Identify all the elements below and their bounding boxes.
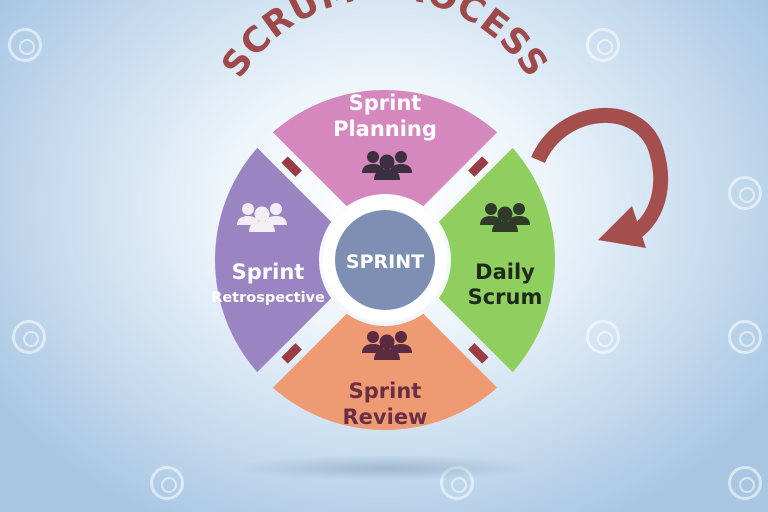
watermark-icon [728, 320, 762, 354]
watermark-icon [728, 466, 762, 500]
curved-arrow-icon [531, 108, 669, 244]
center-circle [335, 210, 435, 310]
curved-arrow-head-icon [598, 206, 646, 248]
floor-shadow [235, 455, 535, 481]
watermark-icon [150, 466, 184, 500]
connector-planning-daily [468, 156, 489, 177]
retro-label-line2: Retrospective [211, 290, 325, 306]
segment-sprint-retrospective [214, 147, 332, 373]
daily-label-line2: Scrum [468, 285, 543, 309]
watermark-icon [8, 28, 42, 62]
review-label-line1: Sprint [349, 379, 422, 403]
daily-label-line1: Daily [475, 260, 535, 284]
segment-sprint-review [272, 313, 498, 430]
retro-label-line1: Sprint [232, 260, 305, 284]
diagram-title: SCRUM PROCESS [214, 0, 555, 85]
segment-daily-scrum [438, 147, 555, 373]
segment-sprint-planning [272, 90, 498, 207]
watermark-icon [586, 320, 620, 354]
connector-planning-retro [281, 156, 302, 177]
planning-label-line2: Planning [333, 117, 437, 141]
review-label-line2: Review [343, 405, 428, 429]
center-label: SPRINT [346, 251, 424, 273]
watermark-icon [12, 320, 46, 354]
connector-review-retro [281, 343, 302, 364]
watermark-icon [728, 176, 762, 210]
watermark-icon [586, 28, 620, 62]
planning-label-line1: Sprint [349, 91, 422, 115]
connector-review-daily [468, 343, 489, 364]
